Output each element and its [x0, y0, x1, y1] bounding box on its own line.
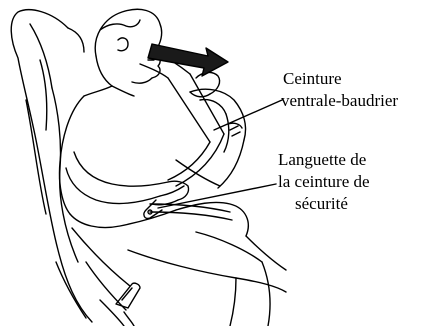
occupant-torso — [59, 86, 248, 236]
callout-belt-tongue: Languette de la ceinture de sécurité — [278, 149, 370, 215]
callout-tongue-line-2: la ceinture de — [278, 171, 370, 193]
seat-cushion — [56, 228, 130, 326]
leader-line-tongue — [158, 184, 276, 208]
callout-belt-line-2: ventrale-baudrier — [281, 90, 398, 112]
seat-back — [11, 10, 92, 322]
callout-belt-line-1: Ceinture — [281, 68, 398, 90]
callout-tongue-line-1: Languette de — [278, 149, 370, 171]
callout-leader-lines — [158, 100, 282, 208]
leader-line-belt — [214, 100, 282, 130]
callout-tongue-line-3: sécurité — [278, 193, 370, 215]
occupant-legs — [128, 232, 286, 326]
callout-shoulder-lap-belt: Ceinture ventrale-baudrier — [281, 68, 398, 112]
